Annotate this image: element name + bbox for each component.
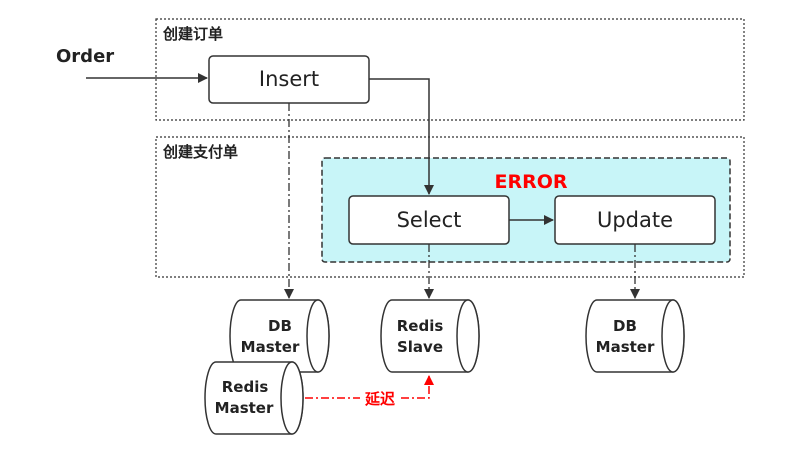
delay-label-bg [360,388,400,408]
redis-slave-cylinder: Redis Slave [380,299,480,373]
create-order-group [155,18,745,121]
replication-delay-arrow [305,375,434,399]
create-order-group-label: 创建订单 [162,25,223,43]
db-master-left-line2: Master [241,338,300,356]
select-label: Select [397,208,462,232]
redis-master-cylinder: Redis Master [204,361,304,435]
db-master-left-line1: DB [268,317,292,335]
delay-label: 延迟 [364,390,395,408]
create-payment-group [155,136,745,278]
db-master-right-line2: Master [596,338,655,356]
insert-label: Insert [259,67,319,91]
update-label: Update [597,208,673,232]
create-payment-group-label: 创建支付单 [162,143,238,161]
error-label: ERROR [494,171,567,193]
order-label: Order [56,46,114,67]
redis-master-line1: Redis [222,378,269,396]
insert-to-select-arrow [369,78,434,195]
redis-slave-line1: Redis [397,317,444,335]
db-master-cylinder-left: DB Master [229,299,330,373]
db-master-cylinder-right: DB Master [585,299,685,373]
redis-slave-line2: Slave [397,338,443,356]
redis-master-line2: Master [215,399,274,417]
db-master-right-line1: DB [613,317,637,335]
